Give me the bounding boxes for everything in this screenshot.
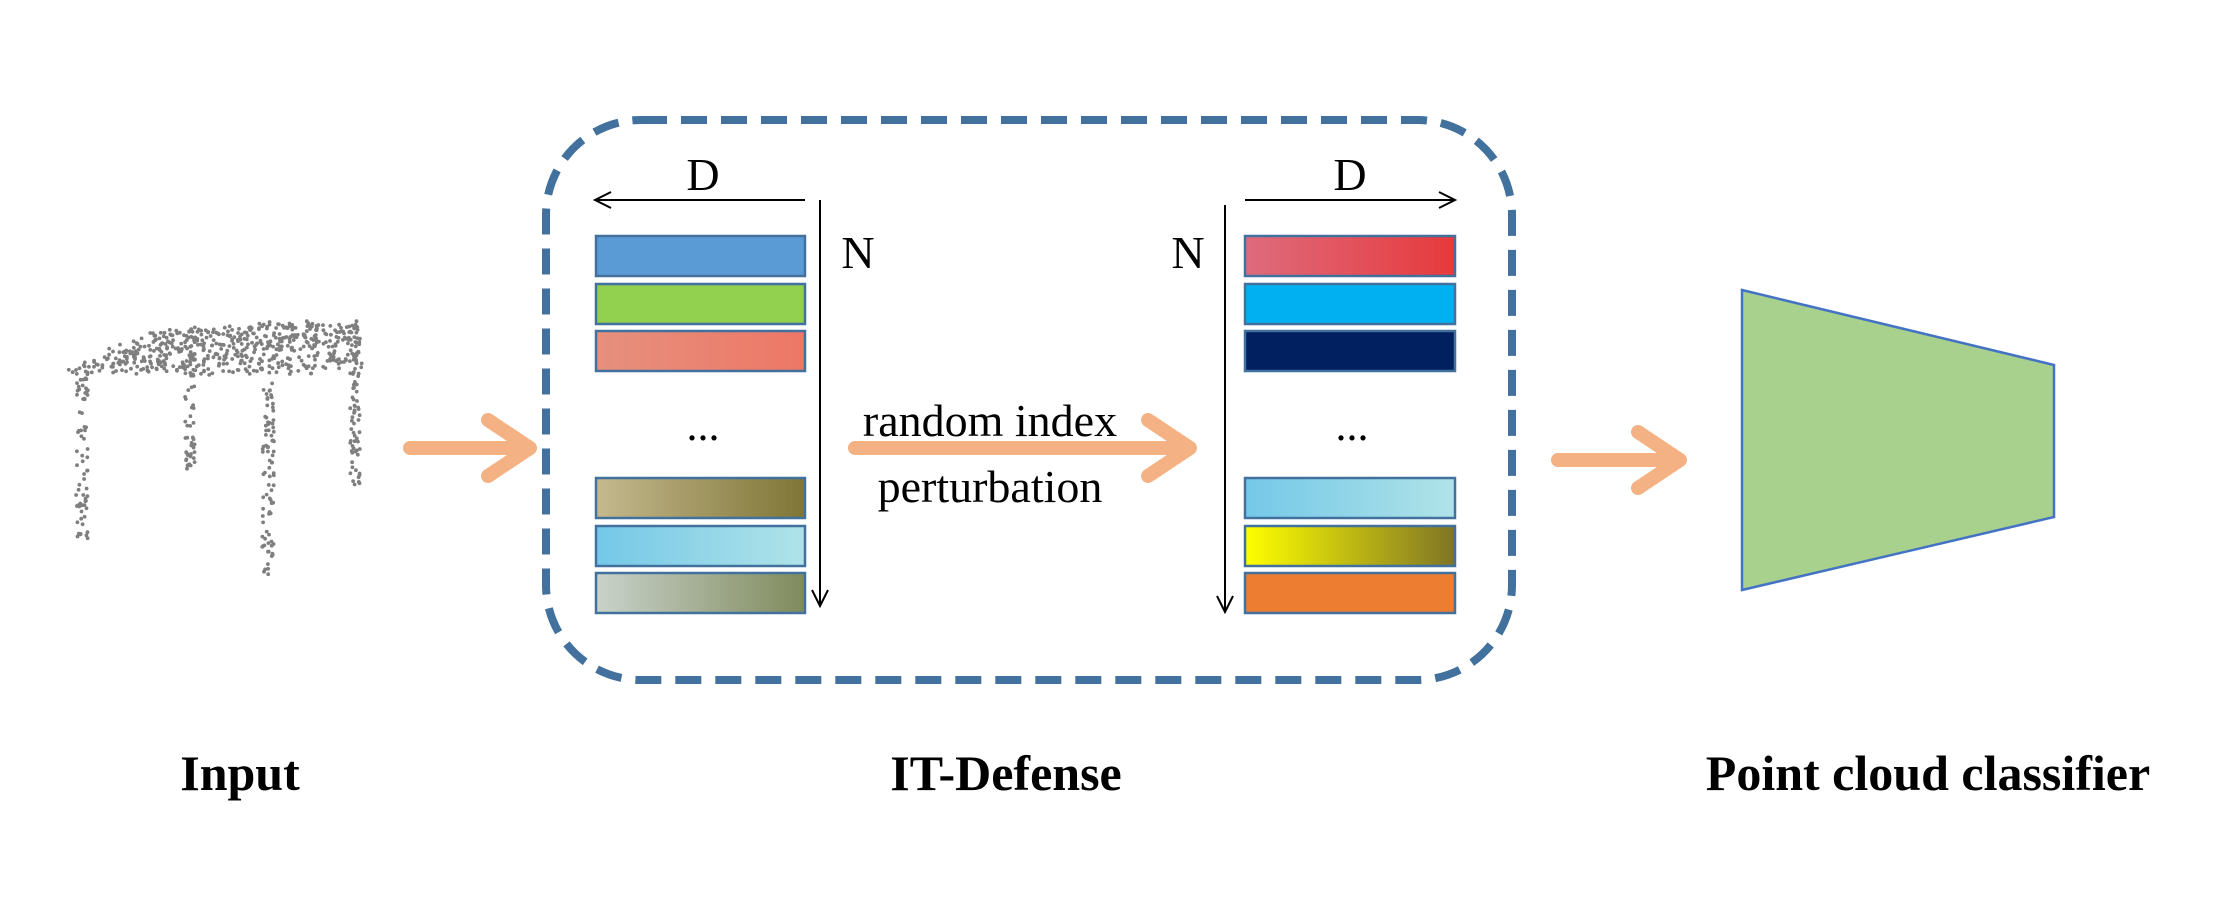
right-matrix: D N ...: [1171, 149, 1457, 615]
right-matrix-feature-row: [1243, 476, 1457, 520]
left-matrix-feature-row: [594, 571, 807, 615]
flow-arrow-defense-to-classifier: [1551, 425, 1687, 495]
right-ellipsis: ...: [1336, 401, 1369, 450]
left-matrix-feature-row: [594, 524, 807, 568]
input-caption: Input: [180, 745, 300, 801]
left-d-label: D: [686, 149, 719, 200]
operation-label-line1: random index: [863, 395, 1117, 446]
left-matrix-feature-row: [594, 329, 807, 373]
classifier-trapezoid: [1740, 288, 2056, 592]
right-matrix-feature-row: [1243, 571, 1457, 615]
perturbation-arrow: [848, 413, 1197, 483]
left-matrix-feature-row: [594, 234, 807, 278]
right-matrix-feature-row: [1243, 524, 1457, 568]
it-defense-caption: IT-Defense: [890, 745, 1121, 801]
left-matrix-feature-row: [594, 476, 807, 520]
left-ellipsis: ...: [687, 401, 720, 450]
left-matrix-feature-row: [594, 282, 807, 326]
right-matrix-feature-row: [1243, 329, 1457, 373]
right-matrix-feature-row: [1243, 234, 1457, 278]
input-point-cloud: [66, 319, 364, 577]
flow-arrow-input-to-defense: [403, 413, 537, 483]
operation-label-line2: perturbation: [878, 461, 1103, 512]
left-matrix: D N ...: [594, 149, 875, 615]
right-n-label: N: [1171, 227, 1204, 278]
right-d-label: D: [1333, 149, 1366, 200]
right-matrix-feature-row: [1243, 282, 1457, 326]
classifier-caption: Point cloud classifier: [1706, 745, 2150, 801]
left-n-label: N: [841, 227, 874, 278]
